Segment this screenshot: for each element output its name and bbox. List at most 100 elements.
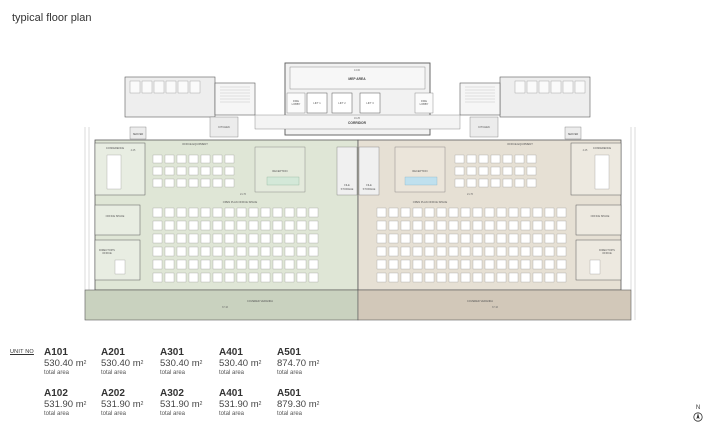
desk [176, 178, 187, 188]
desk [436, 233, 447, 244]
svg-text:STORAGE: STORAGE [363, 187, 376, 191]
desk [272, 272, 283, 283]
desk [436, 220, 447, 231]
desk [556, 246, 567, 257]
desk [448, 272, 459, 283]
desk [236, 272, 247, 283]
desk [260, 246, 271, 257]
desk [436, 246, 447, 257]
desk [296, 259, 307, 270]
svg-text:FIRE: FIRE [421, 99, 427, 103]
desk [448, 246, 459, 257]
desk [176, 272, 187, 283]
desk [284, 259, 295, 270]
desk [400, 246, 411, 257]
desk [188, 154, 199, 164]
desk [212, 178, 223, 188]
desk [200, 178, 211, 188]
floor-plan-drawing: MEP AREA 13.00 LIFT 1 LIFT 2 LIFT 3 FIRE… [75, 55, 645, 325]
desk [200, 259, 211, 270]
desk [460, 259, 471, 270]
desk [496, 207, 507, 218]
desk [188, 166, 199, 176]
desk [200, 154, 211, 164]
desk [152, 207, 163, 218]
desk [424, 259, 435, 270]
unit-area-caption: total area [277, 370, 303, 376]
unit-area: 530.40 m2 [101, 358, 144, 369]
desk [400, 207, 411, 218]
unit-area: 531.90 m2 [101, 399, 144, 410]
desk [188, 178, 199, 188]
north-arrow-icon [693, 412, 703, 422]
svg-text:4.25: 4.25 [583, 149, 588, 152]
desk [308, 272, 319, 283]
desk [526, 154, 537, 164]
desk [224, 246, 235, 257]
desk [176, 233, 187, 244]
desk [188, 246, 199, 257]
desk [308, 207, 319, 218]
unit-area: 530.40 m2 [44, 358, 87, 369]
desk [484, 233, 495, 244]
desk [472, 259, 483, 270]
desk [532, 220, 543, 231]
desk [296, 207, 307, 218]
unit-area-caption: total area [219, 370, 245, 376]
desk [296, 220, 307, 231]
desk [412, 233, 423, 244]
desk [448, 220, 459, 231]
desk [200, 207, 211, 218]
desk [212, 233, 223, 244]
svg-text:COVERED VERANDA: COVERED VERANDA [247, 299, 273, 303]
desk [200, 233, 211, 244]
desk [248, 220, 259, 231]
desk [466, 154, 477, 164]
desk [224, 178, 235, 188]
file-storage-left [336, 146, 358, 196]
unit-area-caption: total area [44, 370, 70, 376]
corridor [254, 114, 461, 130]
desk [508, 233, 519, 244]
desk [224, 233, 235, 244]
desk [272, 233, 283, 244]
desk [176, 207, 187, 218]
unit-code: A501 [277, 388, 301, 399]
unit-area: 531.90 m2 [44, 399, 87, 410]
desk [308, 259, 319, 270]
desk [272, 259, 283, 270]
unit-area-caption: total area [160, 370, 186, 376]
unit-area: 874.70 m2 [277, 358, 320, 369]
desk [502, 154, 513, 164]
lift-1 [306, 92, 328, 114]
desk [478, 154, 489, 164]
desk [532, 259, 543, 270]
desk [308, 246, 319, 257]
desk [412, 207, 423, 218]
desk [236, 233, 247, 244]
desk [532, 272, 543, 283]
svg-text:OFFICE: OFFICE [602, 251, 612, 255]
desk [454, 178, 465, 188]
svg-text:21.76: 21.76 [240, 193, 247, 196]
desk [448, 233, 459, 244]
desk [224, 207, 235, 218]
svg-text:OFFICE EQUIPMENT: OFFICE EQUIPMENT [182, 142, 208, 146]
desk [448, 207, 459, 218]
desk [200, 272, 211, 283]
svg-text:OFFICE SPACE: OFFICE SPACE [106, 214, 125, 218]
desk [376, 233, 387, 244]
desk [284, 233, 295, 244]
unit-schedule-heading: UNIT NO [10, 349, 34, 355]
desk [400, 220, 411, 231]
desk [152, 178, 163, 188]
desk [532, 207, 543, 218]
desk [502, 166, 513, 176]
desk [424, 207, 435, 218]
desk [484, 272, 495, 283]
svg-text:OFFICE: OFFICE [102, 251, 112, 255]
